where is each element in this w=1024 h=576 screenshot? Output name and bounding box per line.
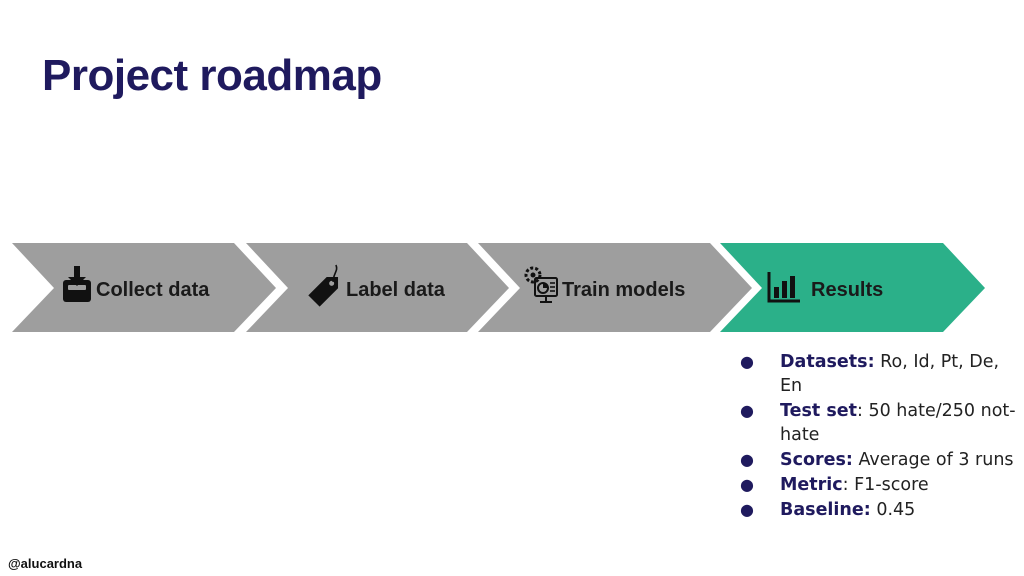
roadmap-step-collect: Collect data: [12, 243, 276, 332]
detail-value: : F1-score: [842, 475, 929, 495]
step-arrow-shape: [12, 243, 276, 332]
detail-key: Scores:: [780, 450, 853, 470]
detail-value: Average of 3 runs: [852, 450, 1014, 470]
inbox-download-icon: [63, 266, 91, 302]
tag-icon: [308, 264, 339, 307]
detail-value: Ro, Id, Pt, De, En: [780, 352, 1000, 396]
detail-key: Datasets:: [780, 352, 875, 372]
detail-value: 0.45: [870, 500, 916, 520]
bullet: ●: [740, 352, 754, 371]
list-item: ● Metric: F1-score: [740, 473, 1020, 497]
roadmap-step-train: Train models: [478, 243, 752, 332]
bullet: ●: [740, 401, 754, 420]
step-arrow-shape: [478, 243, 752, 332]
detail-key: Test set: [780, 401, 858, 421]
list-item: ● Datasets: Ro, Id, Pt, De, En: [740, 350, 1020, 398]
step-label-label: Label data: [346, 279, 446, 301]
step-arrow-shape: [720, 243, 985, 332]
bullet: ●: [740, 500, 754, 519]
detail-value: : 50 hate/250 not-hate: [780, 401, 1016, 445]
list-item: ● Baseline: 0.45: [740, 498, 1020, 522]
list-item: ● Scores: Average of 3 runs: [740, 448, 1020, 472]
bullet: ●: [740, 450, 754, 469]
list-item: ● Test set: 50 hate/250 not-hate: [740, 399, 1020, 447]
detail-key: Baseline:: [780, 500, 871, 520]
author-handle: @alucardna: [8, 556, 83, 571]
roadmap-step-results: Results: [720, 243, 985, 332]
step-arrow-shape: [246, 243, 509, 332]
bullet: ●: [740, 475, 754, 494]
gear-chart-icon: [524, 266, 558, 303]
detail-key: Metric: [780, 475, 843, 495]
results-details-list: ● Datasets: Ro, Id, Pt, De, En ● Test set:…: [740, 350, 1020, 523]
roadmap-step-label: Label data: [246, 243, 509, 332]
bar-chart-icon: [767, 272, 800, 303]
step-label-train: Train models: [562, 279, 685, 301]
step-label-collect: Collect data: [96, 279, 210, 301]
page-title: Project roadmap: [42, 51, 382, 100]
step-label-results: Results: [811, 279, 883, 301]
